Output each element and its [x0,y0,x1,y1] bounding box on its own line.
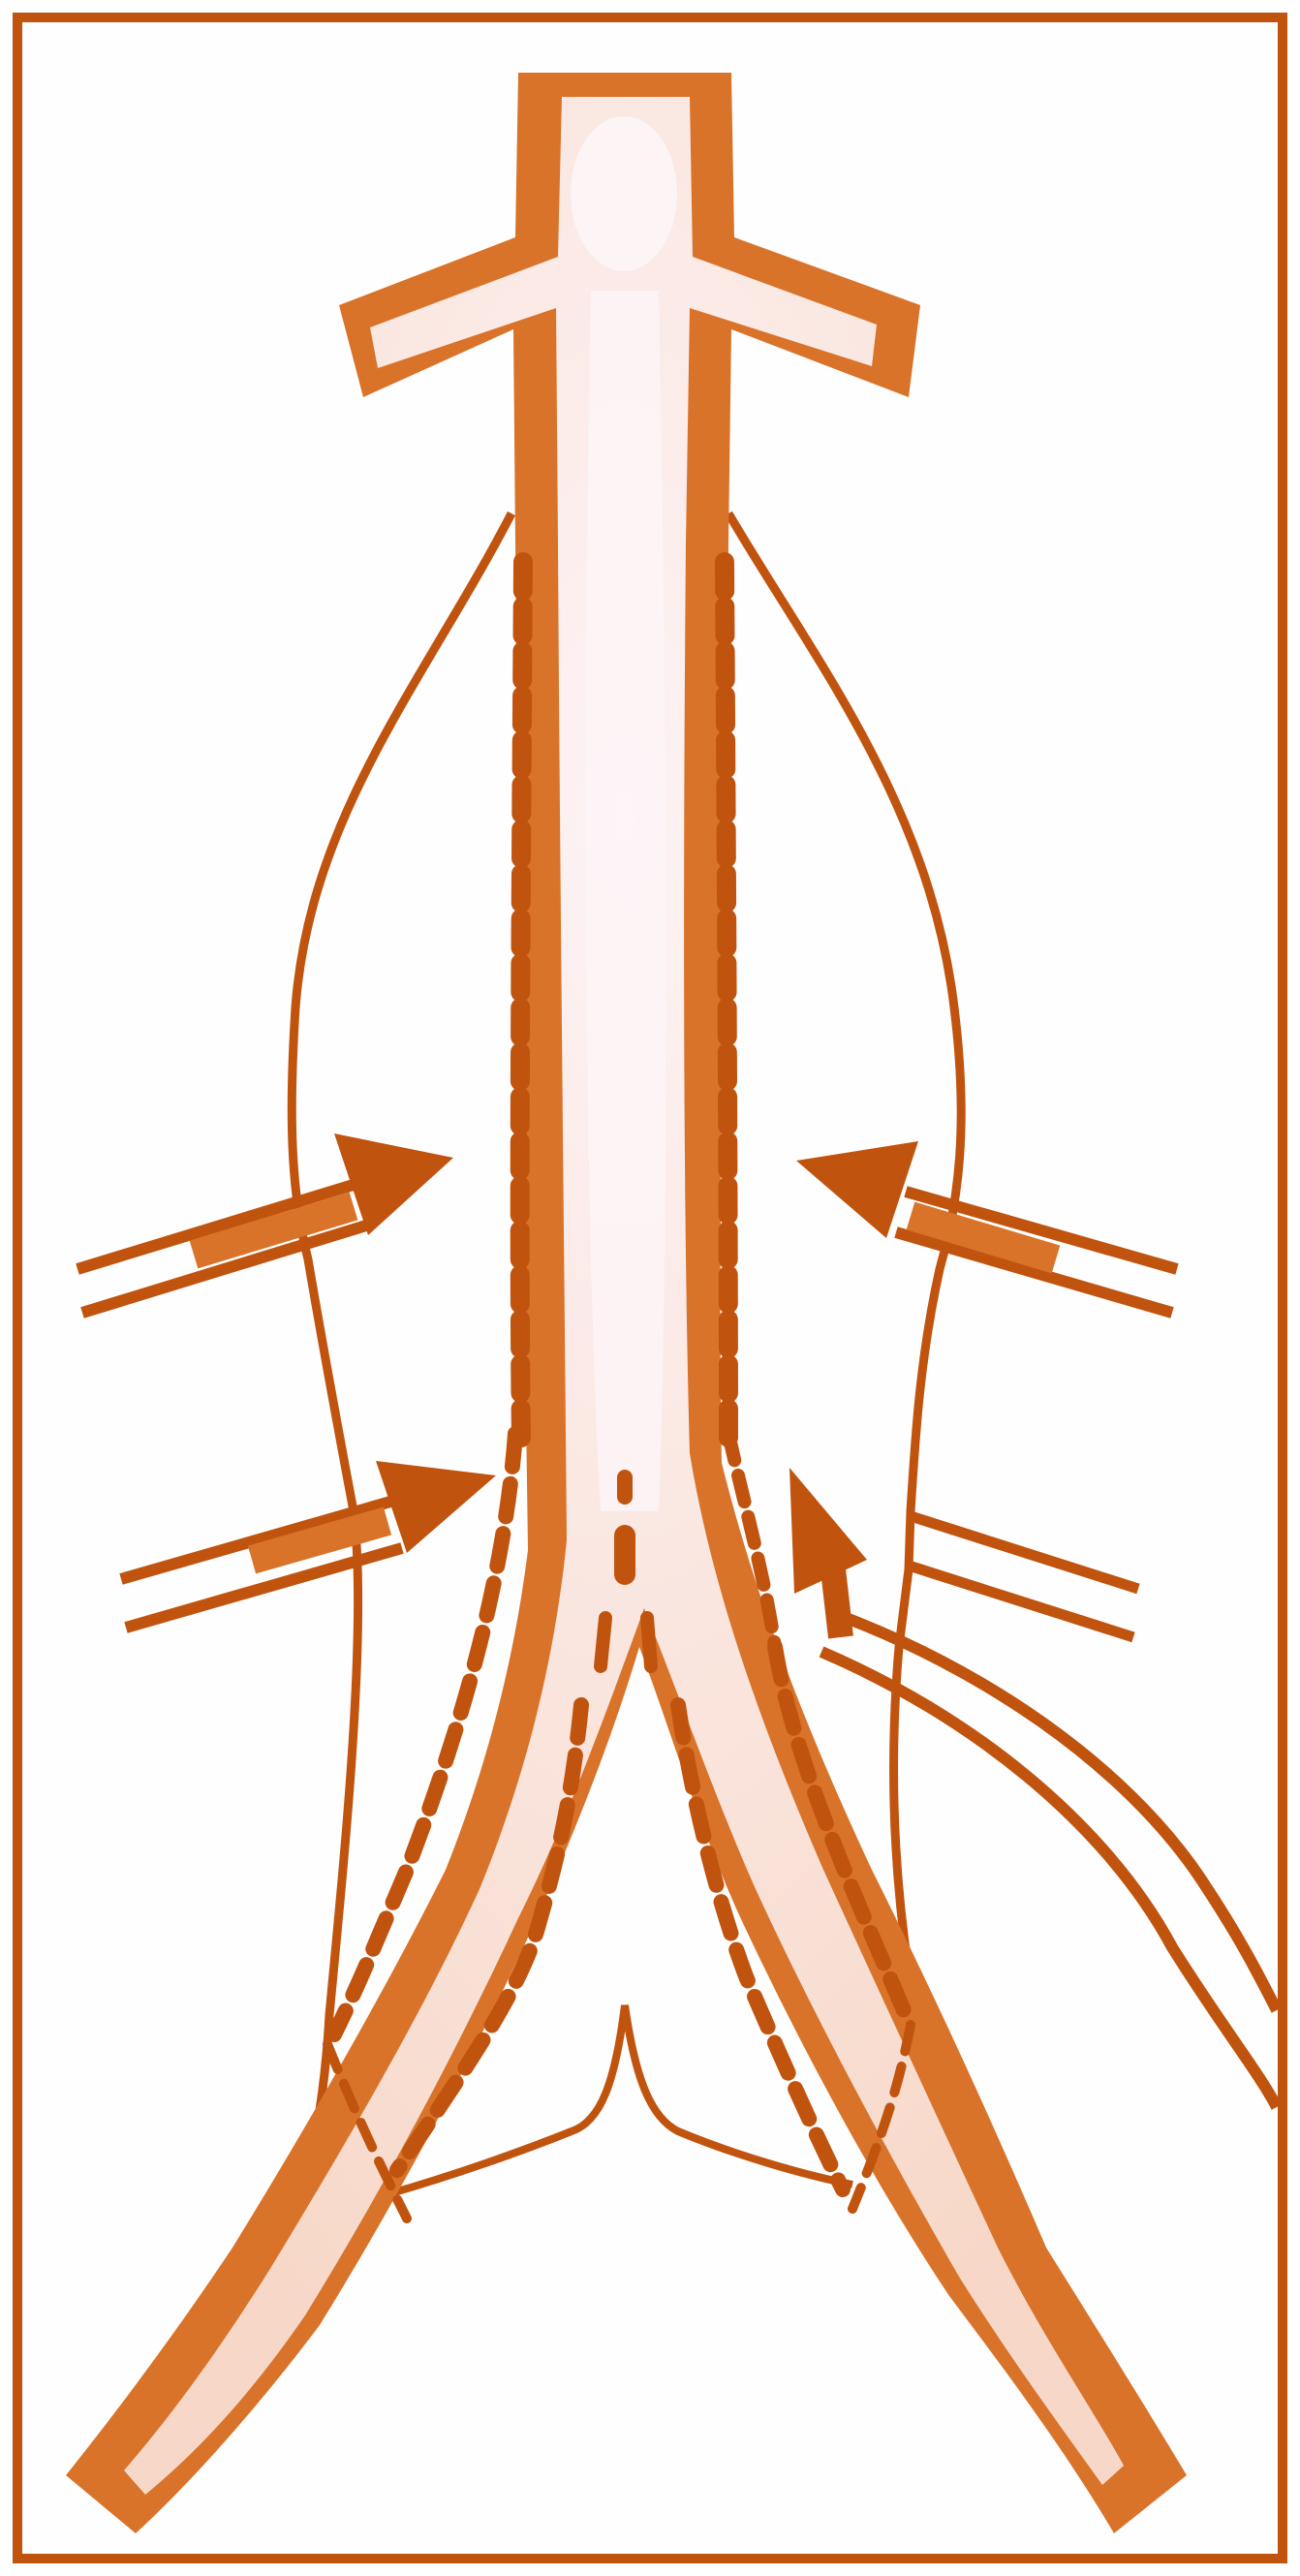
diagram-figure [0,0,1300,2576]
diagram-canvas [0,0,1300,2576]
